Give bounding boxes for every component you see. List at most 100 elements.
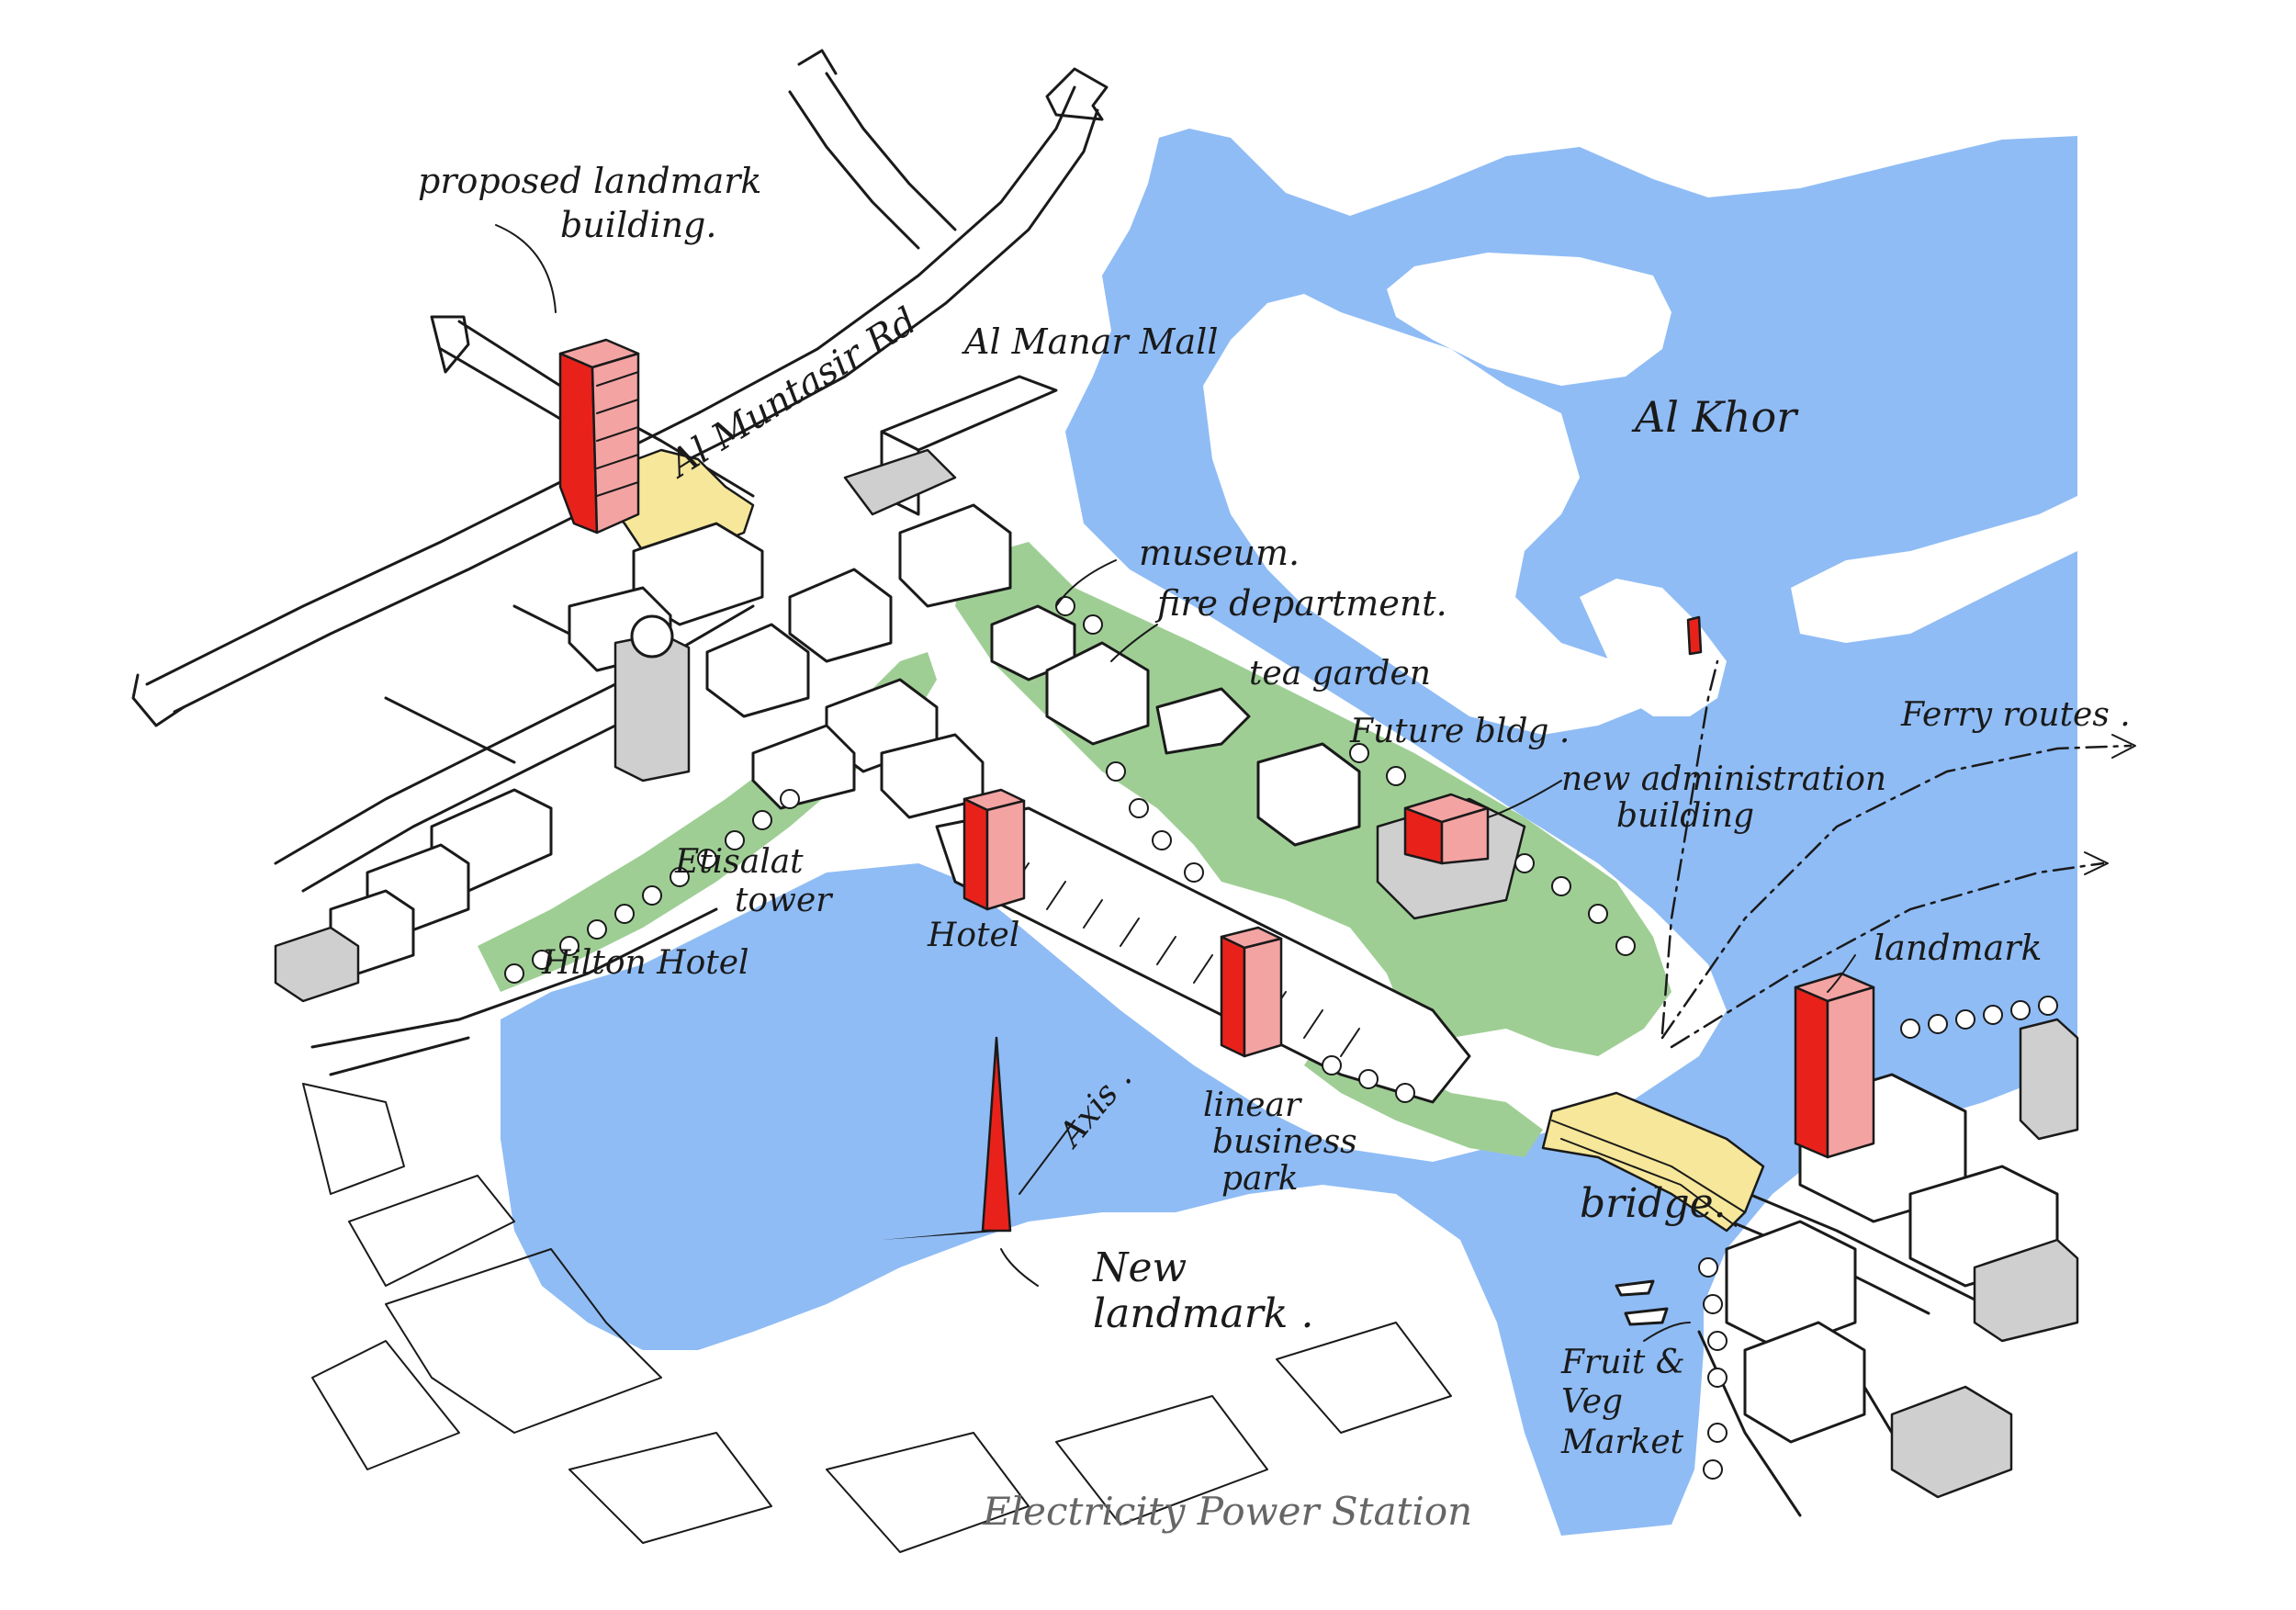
north-road-arrow	[797, 49, 838, 75]
tree	[2038, 996, 2058, 1016]
label-hotel: Hotel	[927, 917, 1019, 954]
tree	[780, 789, 800, 809]
tree	[614, 904, 635, 924]
muntasir-road-edge-a	[145, 85, 1076, 686]
tree	[1588, 904, 1608, 924]
tree	[1322, 1055, 1342, 1075]
island-east	[1791, 496, 2077, 643]
leader-lines	[495, 224, 1856, 1342]
tree	[1707, 1423, 1728, 1443]
tree	[1358, 1069, 1379, 1089]
island-north	[1387, 253, 1671, 386]
island-large	[1203, 294, 1653, 735]
block-west-4	[705, 623, 810, 718]
grid-road-2	[301, 696, 672, 893]
manar-mall-annex	[843, 448, 957, 516]
muntasir-arrow-head	[1045, 67, 1109, 121]
label-al-khor: Al Khor	[1631, 392, 1799, 442]
east-block-3	[1973, 1238, 2079, 1343]
grid-road-5	[384, 696, 516, 764]
tree	[587, 919, 607, 940]
label-manar-mall: Al Manar Mall	[962, 321, 1218, 362]
leader-new-landmark	[1000, 1248, 1039, 1287]
tree	[1703, 1294, 1723, 1314]
tree	[1514, 853, 1535, 873]
block-west-8	[274, 926, 360, 1003]
tree-rows	[504, 596, 2058, 1480]
label-new-landmark-2: landmark .	[1093, 1290, 1313, 1337]
tree	[2010, 1000, 2031, 1020]
ferry-arrow-2	[2084, 851, 2109, 875]
label-linear-park-2: business	[1212, 1123, 1357, 1161]
leader-proposed	[495, 224, 557, 313]
market-block-2	[1743, 1321, 1866, 1444]
label-new-admin-1: new administration	[1561, 760, 1886, 798]
tower-side	[1243, 937, 1283, 1058]
tower-front	[558, 352, 599, 535]
ferry-route-1	[1660, 744, 2133, 1040]
south-block-1	[302, 1083, 405, 1195]
proposed-landmark-tower	[558, 338, 640, 535]
waterfront-road-a	[310, 907, 718, 1049]
bridge-edge-b	[1560, 1138, 1737, 1227]
south-block-7	[1055, 1395, 1268, 1526]
label-museum: museum.	[1139, 533, 1300, 573]
tower-hatching	[596, 371, 639, 497]
bridge-edge-a	[1551, 1120, 1746, 1213]
tree	[1900, 1019, 1920, 1039]
tea-garden-pavilion	[1155, 687, 1251, 755]
tower-side	[591, 352, 640, 535]
label-etisalat-2: tower	[735, 882, 833, 919]
boat	[1615, 1279, 1655, 1297]
leader-museum	[1055, 559, 1117, 607]
leader-axis	[1019, 1120, 1075, 1195]
block-center-3	[751, 724, 856, 810]
label-proposed-landmark-2: building.	[560, 205, 716, 245]
east-road-c	[1697, 1330, 1802, 1517]
label-fruit-veg-2: Veg	[1561, 1383, 1623, 1421]
tower-side	[1826, 985, 1875, 1159]
ferry-route-2	[1670, 861, 2105, 1049]
muntasir-road-edge-b	[173, 108, 1099, 714]
linear-park-tower	[1220, 926, 1283, 1058]
label-linear-park-3: park	[1221, 1160, 1299, 1198]
tower-front	[1794, 985, 1829, 1159]
etisalat-dome	[630, 614, 674, 659]
tree	[1152, 830, 1172, 850]
tree	[1983, 1005, 2003, 1025]
new-landmark-spire	[882, 1036, 1012, 1240]
tree	[1955, 1009, 1975, 1030]
future-building	[1256, 742, 1361, 847]
tree	[1615, 936, 1636, 956]
east-tower-grey	[2019, 1018, 2079, 1141]
tree	[559, 936, 580, 956]
south-block-2	[348, 1175, 515, 1287]
tree	[725, 830, 745, 850]
cross-road-arrow	[430, 315, 470, 374]
spire-shadow	[882, 1231, 1010, 1240]
tree	[1184, 862, 1204, 883]
south-block-4	[311, 1340, 460, 1470]
tree	[1055, 596, 1075, 616]
boats	[1615, 1279, 1669, 1326]
tower-front	[1220, 935, 1246, 1058]
label-new-landmark-1: New	[1092, 1244, 1187, 1291]
label-etisalat-1: Etisalat	[674, 843, 804, 881]
ferry-route-3	[1660, 659, 1719, 1035]
tower-side	[985, 799, 1026, 911]
muntasir-arrow-tail	[131, 673, 186, 727]
tree	[670, 867, 690, 887]
north-road-edge-a	[788, 90, 920, 250]
tower-front	[962, 797, 989, 911]
tree	[504, 963, 524, 984]
label-new-admin-2: building	[1616, 797, 1754, 835]
tree	[1703, 1459, 1723, 1480]
label-fruit-veg-3: Market	[1560, 1424, 1684, 1461]
ferry-routes	[1660, 659, 2136, 1049]
tree	[1083, 614, 1103, 635]
tree	[1386, 766, 1406, 786]
label-hilton: Hilton Hotel	[541, 944, 749, 982]
tree	[1551, 876, 1571, 896]
tree	[1707, 1368, 1728, 1388]
